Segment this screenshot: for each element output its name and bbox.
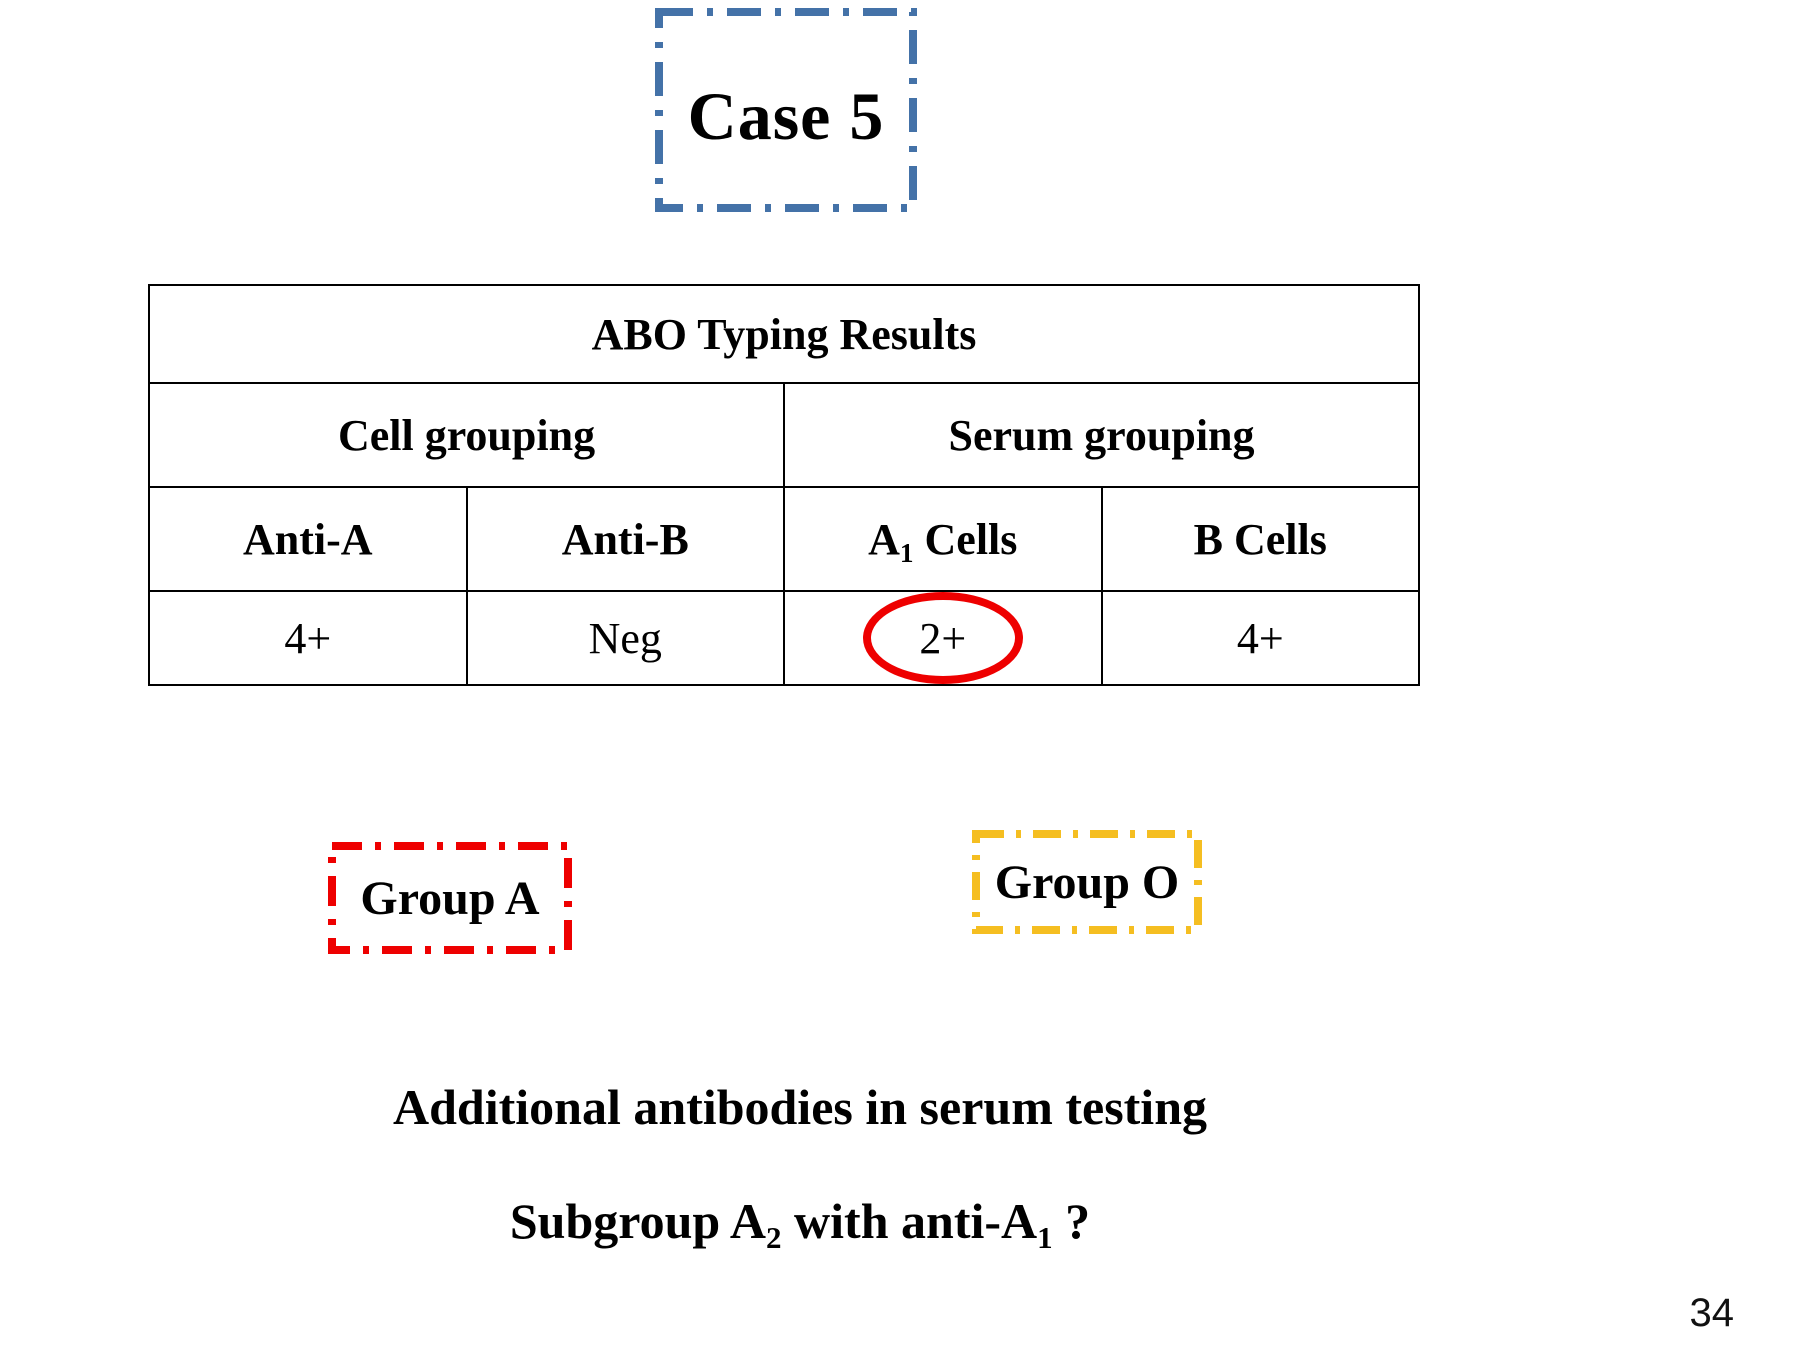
table-row-caption: ABO Typing Results bbox=[148, 284, 1420, 384]
conclusion-line-2-suffix: ? bbox=[1052, 1193, 1091, 1249]
column-header-anti-b: Anti-B bbox=[465, 486, 785, 592]
conclusion-subscript-1: 1 bbox=[1037, 1219, 1053, 1255]
column-header-a1-cells: A1 Cells bbox=[783, 486, 1103, 592]
group-header-cell-grouping: Cell grouping bbox=[148, 382, 785, 488]
table-row-column-headers: Anti-A Anti-B A1 Cells B Cells bbox=[148, 486, 1420, 592]
conclusion-line-1: Additional antibodies in serum testing bbox=[392, 1079, 1207, 1135]
column-header-anti-a-label: Anti-A bbox=[242, 514, 373, 564]
conclusion-line-2: Subgroup A2 with anti-A1 ? bbox=[0, 1192, 1700, 1255]
callout-group-a: Group A bbox=[328, 842, 572, 954]
column-header-a1-cells-tail: Cells bbox=[913, 514, 1018, 564]
column-header-anti-b-label: Anti-B bbox=[561, 514, 689, 564]
column-header-anti-a: Anti-A bbox=[148, 486, 468, 592]
page-title: Case 5 bbox=[687, 78, 885, 154]
table-caption-cell: ABO Typing Results bbox=[148, 284, 1420, 384]
conclusion-line-2-mid: with anti-A bbox=[781, 1193, 1038, 1249]
value-cell-b-cells: 4+ bbox=[1100, 590, 1420, 686]
conclusion-subscript-2: 2 bbox=[766, 1219, 782, 1255]
callout-group-o-label: Group O bbox=[994, 855, 1180, 909]
value-cell-a1-cells: 2+ bbox=[783, 590, 1103, 686]
column-header-b-cells-label: B Cells bbox=[1193, 514, 1327, 564]
callout-group-a-label: Group A bbox=[360, 871, 540, 925]
column-header-b-cells: B Cells bbox=[1100, 486, 1420, 592]
table-row-values: 4+ Neg 2+ 4+ bbox=[148, 590, 1420, 686]
abo-typing-results-table: ABO Typing Results Cell grouping Serum g… bbox=[148, 284, 1420, 686]
value-cell-anti-b: Neg bbox=[465, 590, 785, 686]
group-header-serum-grouping: Serum grouping bbox=[783, 382, 1420, 488]
table-row-group-headers: Cell grouping Serum grouping bbox=[148, 382, 1420, 488]
column-header-a1-cells-subscript: 1 bbox=[899, 538, 914, 569]
column-header-a1-cells-main: A bbox=[868, 514, 900, 564]
value-cell-anti-a: 4+ bbox=[148, 590, 468, 686]
conclusion-line-2-prefix: Subgroup A bbox=[509, 1193, 767, 1249]
case-title-container: Case 5 bbox=[655, 8, 917, 212]
callout-group-o: Group O bbox=[972, 830, 1202, 934]
red-highlight-ellipse bbox=[862, 592, 1023, 684]
page-number: 34 bbox=[1689, 1291, 1735, 1335]
